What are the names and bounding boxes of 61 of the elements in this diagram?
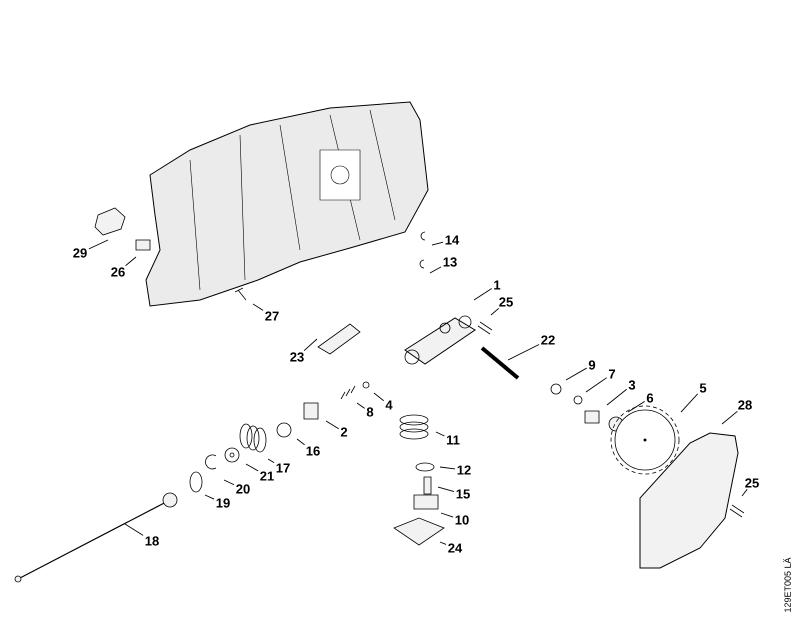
leader-line bbox=[268, 458, 275, 464]
leader-line bbox=[356, 402, 366, 409]
drawing-code: 129ET005 LÄ bbox=[783, 558, 791, 612]
leader-line bbox=[432, 242, 444, 246]
callout-number: 26 bbox=[111, 267, 125, 277]
callout-number: 20 bbox=[236, 484, 250, 494]
leader-line bbox=[252, 304, 264, 311]
callout-number: 9 bbox=[588, 360, 596, 370]
callout-number: 19 bbox=[216, 498, 230, 508]
leader-line bbox=[296, 438, 306, 446]
leader-line bbox=[125, 256, 136, 266]
callout-number: 15 bbox=[456, 489, 470, 499]
callout-number: 22 bbox=[541, 335, 555, 345]
callout-number: 17 bbox=[276, 464, 290, 472]
callout-number: 5 bbox=[700, 383, 706, 393]
callout-number: 12 bbox=[458, 465, 471, 475]
callout-number: 8 bbox=[366, 407, 374, 417]
leader-line bbox=[326, 420, 340, 430]
leader-line bbox=[566, 368, 588, 380]
leader-line bbox=[606, 388, 628, 406]
leader-line bbox=[246, 464, 259, 472]
callout-number: 13 bbox=[444, 257, 457, 267]
leader-line bbox=[224, 480, 235, 486]
callout-number: 27 bbox=[265, 311, 279, 321]
callout-number: 18 bbox=[146, 536, 159, 546]
callout-number: 3 bbox=[628, 380, 636, 390]
leader-line bbox=[88, 240, 108, 250]
leader-line bbox=[722, 410, 738, 424]
leader-line bbox=[586, 377, 608, 392]
callout-number: 16 bbox=[306, 446, 320, 456]
callout-number: 10 bbox=[456, 515, 469, 525]
callout-number: 7 bbox=[608, 370, 616, 378]
callout-number: 28 bbox=[738, 400, 752, 410]
leader-line bbox=[680, 393, 698, 412]
callout-number: 11 bbox=[446, 436, 460, 444]
leader-line bbox=[742, 488, 748, 496]
leader-line bbox=[508, 344, 540, 360]
callout-number: 29 bbox=[73, 248, 87, 258]
leader-line bbox=[474, 288, 492, 300]
leader-line bbox=[430, 266, 442, 274]
leader-line bbox=[204, 494, 215, 500]
leader-line bbox=[438, 486, 455, 492]
callout-number: 25 bbox=[499, 297, 513, 307]
callout-number: 4 bbox=[386, 400, 393, 410]
callout-number: 6 bbox=[646, 393, 654, 403]
callout-number: 25 bbox=[745, 478, 759, 488]
leader-line bbox=[440, 466, 456, 470]
leader-line bbox=[490, 308, 500, 316]
leader-line bbox=[374, 392, 384, 402]
leader-line bbox=[440, 542, 447, 545]
callout-number: 23 bbox=[290, 352, 304, 362]
leader-line bbox=[436, 432, 445, 436]
leader-line bbox=[304, 338, 318, 352]
callout-number: 1 bbox=[494, 280, 500, 290]
callout-number: 21 bbox=[260, 471, 274, 481]
callout-number: 24 bbox=[448, 543, 462, 553]
callout-number: 2 bbox=[340, 427, 348, 437]
callout-number: 14 bbox=[446, 236, 460, 244]
leader-line bbox=[440, 512, 454, 518]
leader-line bbox=[124, 524, 144, 536]
leader-line bbox=[628, 400, 646, 412]
